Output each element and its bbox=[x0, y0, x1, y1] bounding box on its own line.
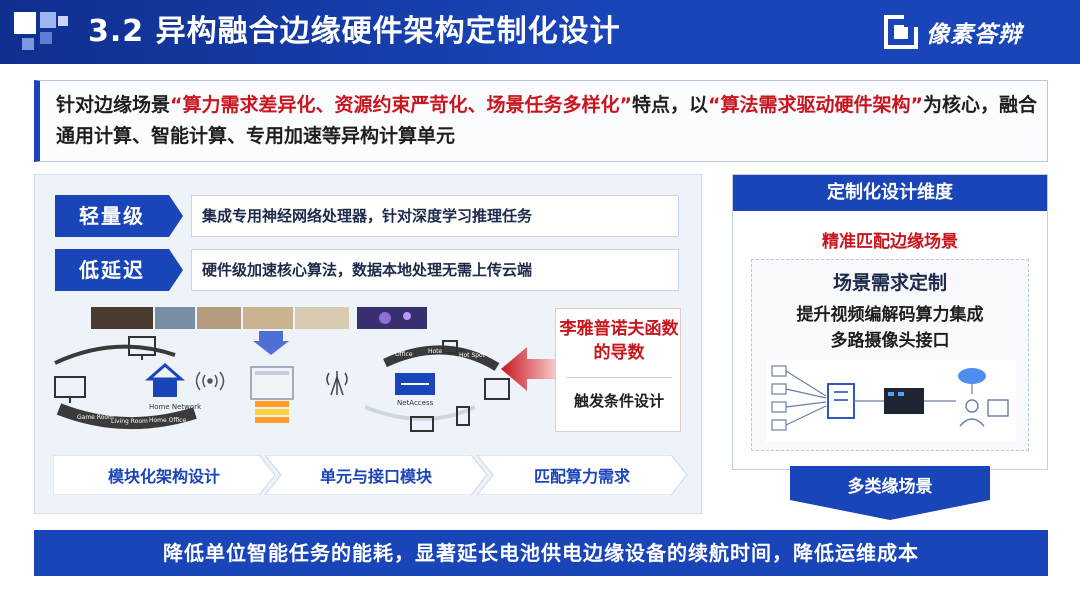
feature-tag-low-latency: 低延迟 bbox=[55, 249, 183, 291]
home-office-label: Home Office bbox=[149, 417, 186, 424]
brand-logo: 像素答辩 bbox=[884, 14, 1022, 50]
printer-icon bbox=[410, 416, 434, 432]
scene-chevron-icon bbox=[790, 466, 990, 520]
design-steps: 模块化架构设计 单元与接口模块 匹配算力需求 bbox=[53, 455, 687, 495]
intro-highlight-1: “算力需求差异化、资源约束严苛化、场景任务多样化” bbox=[170, 94, 632, 116]
feature-tag-lightweight: 轻量级 bbox=[55, 195, 183, 237]
antenna-icon bbox=[326, 371, 348, 396]
down-arrow-icon bbox=[253, 331, 289, 355]
step-unit-interface-module: 单元与接口模块 bbox=[265, 455, 487, 495]
summary-footer: 降低单位智能任务的能耗，显著延长电池供电边缘设备的续航时间，降低运维成本 bbox=[34, 530, 1048, 576]
scene-desc-line-2: 多路摄像头接口 bbox=[830, 331, 950, 351]
cloud-icon bbox=[958, 368, 986, 394]
callout-divider bbox=[566, 377, 672, 378]
feature-desc-low-latency: 硬件级加速核心算法，数据本地处理无需上传云端 bbox=[191, 249, 679, 291]
intro-part-1: 针对边缘场景 bbox=[56, 94, 171, 116]
laptop-icon bbox=[442, 340, 458, 354]
wifi-signal-icon bbox=[195, 371, 225, 391]
step-label: 单元与接口模块 bbox=[319, 467, 432, 486]
net-access-icon bbox=[395, 373, 435, 395]
customization-panel: 定制化设计维度 精准匹配边缘场景 场景需求定制 提升视频编解码算力集成 多路摄像… bbox=[732, 174, 1048, 470]
precise-match-title: 精准匹配边缘场景 bbox=[822, 232, 958, 252]
header-decor-squares-icon bbox=[14, 12, 72, 52]
scene-requirement-box: 场景需求定制 提升视频编解码算力集成 多路摄像头接口 bbox=[751, 259, 1029, 451]
red-arrow-icon bbox=[501, 347, 555, 391]
camera-icons bbox=[771, 365, 827, 431]
monitor-icon bbox=[54, 376, 86, 403]
phone-icon bbox=[456, 406, 470, 426]
callout-subtitle: 触发条件设计 bbox=[573, 392, 664, 410]
scene-desc-line-1: 提升视频编解码算力集成 bbox=[796, 305, 984, 325]
step-label: 模块化架构设计 bbox=[107, 467, 220, 486]
operator-icon bbox=[959, 399, 1009, 427]
step-match-compute-demand: 匹配算力需求 bbox=[477, 455, 687, 495]
intro-part-3: 为核心，融合通用计算、智能计算、专用加速等异构计算单元 bbox=[56, 94, 1038, 147]
logo-mark-icon bbox=[884, 15, 918, 49]
lyapunov-callout: 李雅普诺夫函数的导数 触发条件设计 bbox=[555, 308, 681, 432]
architecture-panel: 轻量级 集成专用神经网络处理器，针对深度学习推理任务 低延迟 硬件级加速核心算法… bbox=[34, 174, 702, 514]
hotel-label: Hotel bbox=[428, 348, 444, 355]
scene-title: 场景需求定制 bbox=[832, 272, 947, 294]
logo-text: 像素答辩 bbox=[926, 22, 1022, 48]
intro-part-2: 特点，以 bbox=[632, 94, 709, 116]
hot-spot-label: Hot Spot bbox=[459, 352, 486, 359]
living-room-label: Living Room bbox=[111, 418, 148, 425]
slide-header: 3.2 异构融合边缘硬件架构定制化设计 像素答辩 bbox=[0, 0, 1080, 64]
page-title: 3.2 异构融合边缘硬件架构定制化设计 bbox=[88, 14, 621, 49]
edge-box-icon bbox=[884, 388, 924, 414]
edge-device-icon bbox=[250, 366, 294, 423]
network-diagram: Home Network NetAccess Office Ho bbox=[54, 307, 510, 432]
multi-scene-label: 多类缘场景 bbox=[847, 477, 933, 497]
callout-title: 李雅普诺夫函数的导数 bbox=[559, 319, 679, 363]
home-network-icon bbox=[145, 363, 185, 397]
net-access-label: NetAccess bbox=[397, 399, 434, 407]
home-network-label: Home Network bbox=[149, 403, 202, 411]
office-label: Office bbox=[395, 351, 413, 358]
tablet-icon bbox=[484, 378, 510, 400]
intro-text: 针对边缘场景“算力需求差异化、资源约束严苛化、场景任务多样化”特点，以“算法需求… bbox=[56, 90, 1041, 152]
tv-icon bbox=[128, 336, 156, 360]
photo-strip bbox=[91, 307, 427, 329]
feature-desc-lightweight: 集成专用神经网络处理器，针对深度学习推理任务 bbox=[191, 195, 679, 237]
step-modular-architecture: 模块化架构设计 bbox=[53, 455, 275, 495]
intro-box: 针对边缘场景“算力需求差异化、资源约束严苛化、场景任务多样化”特点，以“算法需求… bbox=[34, 80, 1048, 162]
customization-header: 定制化设计维度 bbox=[733, 175, 1047, 211]
scene-description: 提升视频编解码算力集成 多路摄像头接口 bbox=[752, 302, 1028, 354]
intro-highlight-2: “算法需求驱动硬件架构” bbox=[708, 94, 923, 116]
scene-topology-diagram bbox=[766, 360, 1016, 442]
game-room-label: Game Room bbox=[77, 414, 114, 421]
step-label: 匹配算力需求 bbox=[533, 467, 630, 486]
